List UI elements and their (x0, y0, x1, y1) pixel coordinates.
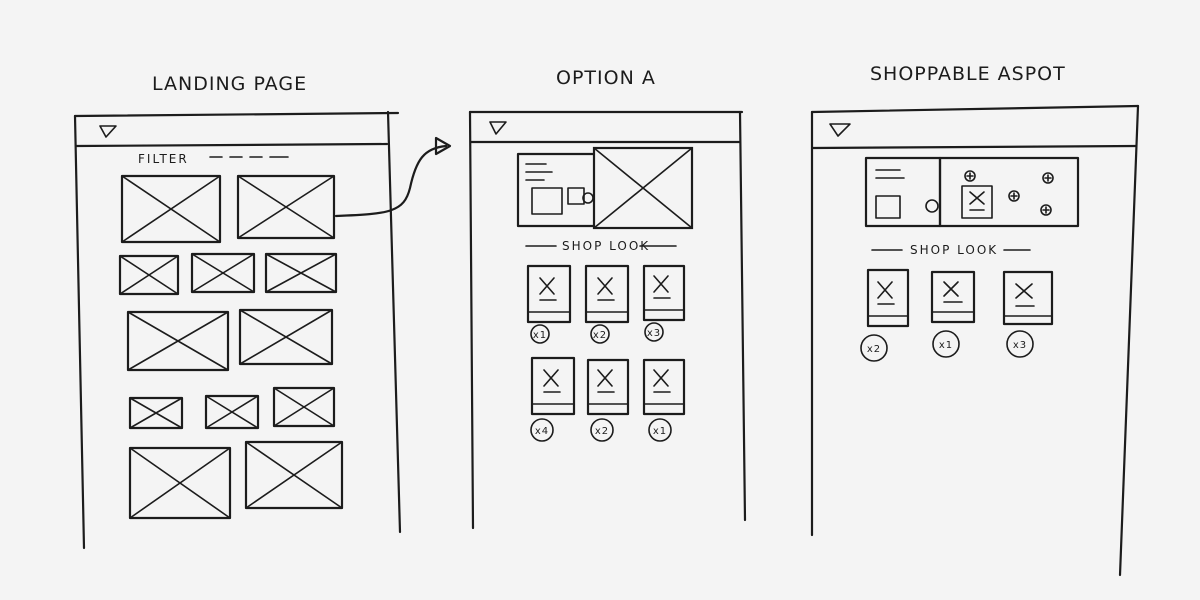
product-tile (642, 358, 686, 416)
frame-top-edge (73, 111, 400, 118)
shop-look-label: SHOP LOOK (562, 239, 650, 253)
svg-text:x3: x3 (1013, 340, 1027, 351)
shop-look-label: SHOP LOOK (910, 243, 998, 257)
expanded-image-placeholder (592, 146, 694, 230)
header-bar-divider (74, 142, 389, 148)
svg-text:x3: x3 (647, 328, 661, 339)
svg-text:x1: x1 (653, 426, 667, 437)
shoppable-hotspot-image (938, 156, 1080, 228)
product-tile (586, 358, 630, 416)
menu-triangle-icon (829, 123, 851, 137)
product-card (864, 156, 942, 228)
shoppable-aspot-frame: SHOP LOOK x2 x1 x3 (810, 104, 1140, 577)
option-a-title: OPTION A (556, 67, 656, 89)
quantity-badge: x1 (932, 330, 960, 358)
hotspot-plus-icon[interactable] (1040, 204, 1052, 216)
svg-text:x2: x2 (867, 344, 881, 355)
image-placeholder (118, 254, 180, 296)
svg-text:x2: x2 (595, 426, 609, 437)
product-tile (584, 264, 630, 324)
product-tile (930, 270, 976, 324)
frame-left-edge (468, 110, 475, 530)
quantity-badge: x1 (648, 418, 672, 442)
image-placeholder (244, 440, 344, 510)
hotspot-plus-icon[interactable] (1008, 190, 1020, 202)
frame-top-edge (810, 104, 1140, 114)
menu-triangle-icon (99, 125, 117, 138)
image-placeholder (120, 174, 222, 244)
menu-triangle-icon (489, 121, 507, 135)
quantity-badge: x4 (530, 418, 554, 442)
frame-right-edge (386, 110, 402, 534)
landing-page-frame: FILTER (73, 110, 402, 550)
filter-label: FILTER (138, 152, 189, 166)
image-placeholder (264, 252, 338, 294)
landing-page-title: LANDING PAGE (152, 73, 307, 95)
hotspot-plus-icon[interactable] (964, 170, 976, 182)
svg-text:x1: x1 (533, 330, 547, 341)
quantity-badge: x2 (590, 324, 610, 344)
svg-text:x2: x2 (593, 330, 607, 341)
product-tile (1002, 270, 1054, 326)
quantity-badge: x2 (860, 334, 888, 362)
shoppable-aspot-title: SHOPPABLE ASPOT (870, 63, 1066, 85)
image-placeholder (190, 252, 256, 294)
frame-left-edge (73, 114, 86, 550)
option-a-frame: SHOP LOOK x1 (468, 110, 747, 530)
image-placeholder (126, 310, 230, 372)
svg-text:x4: x4 (535, 426, 549, 437)
product-card (516, 152, 622, 228)
product-tile (530, 356, 576, 416)
quantity-badge: x2 (590, 418, 614, 442)
product-tile (526, 264, 572, 324)
quantity-badge: x1 (530, 324, 550, 344)
quantity-badge: x3 (1006, 330, 1034, 358)
product-tile (642, 264, 686, 322)
product-tile (866, 268, 910, 328)
quantity-badge: x3 (644, 322, 664, 342)
hotspot-plus-icon[interactable] (1042, 172, 1054, 184)
svg-text:x1: x1 (939, 340, 953, 351)
image-placeholder (128, 396, 184, 430)
frame-right-edge (738, 110, 747, 522)
frame-right-edge (1118, 104, 1140, 577)
image-placeholder (128, 446, 232, 520)
header-bar-divider (811, 144, 1138, 150)
flow-arrow (334, 136, 452, 218)
image-placeholder (236, 174, 336, 240)
image-placeholder (238, 308, 334, 366)
image-placeholder (272, 386, 336, 428)
image-placeholder (204, 394, 260, 430)
